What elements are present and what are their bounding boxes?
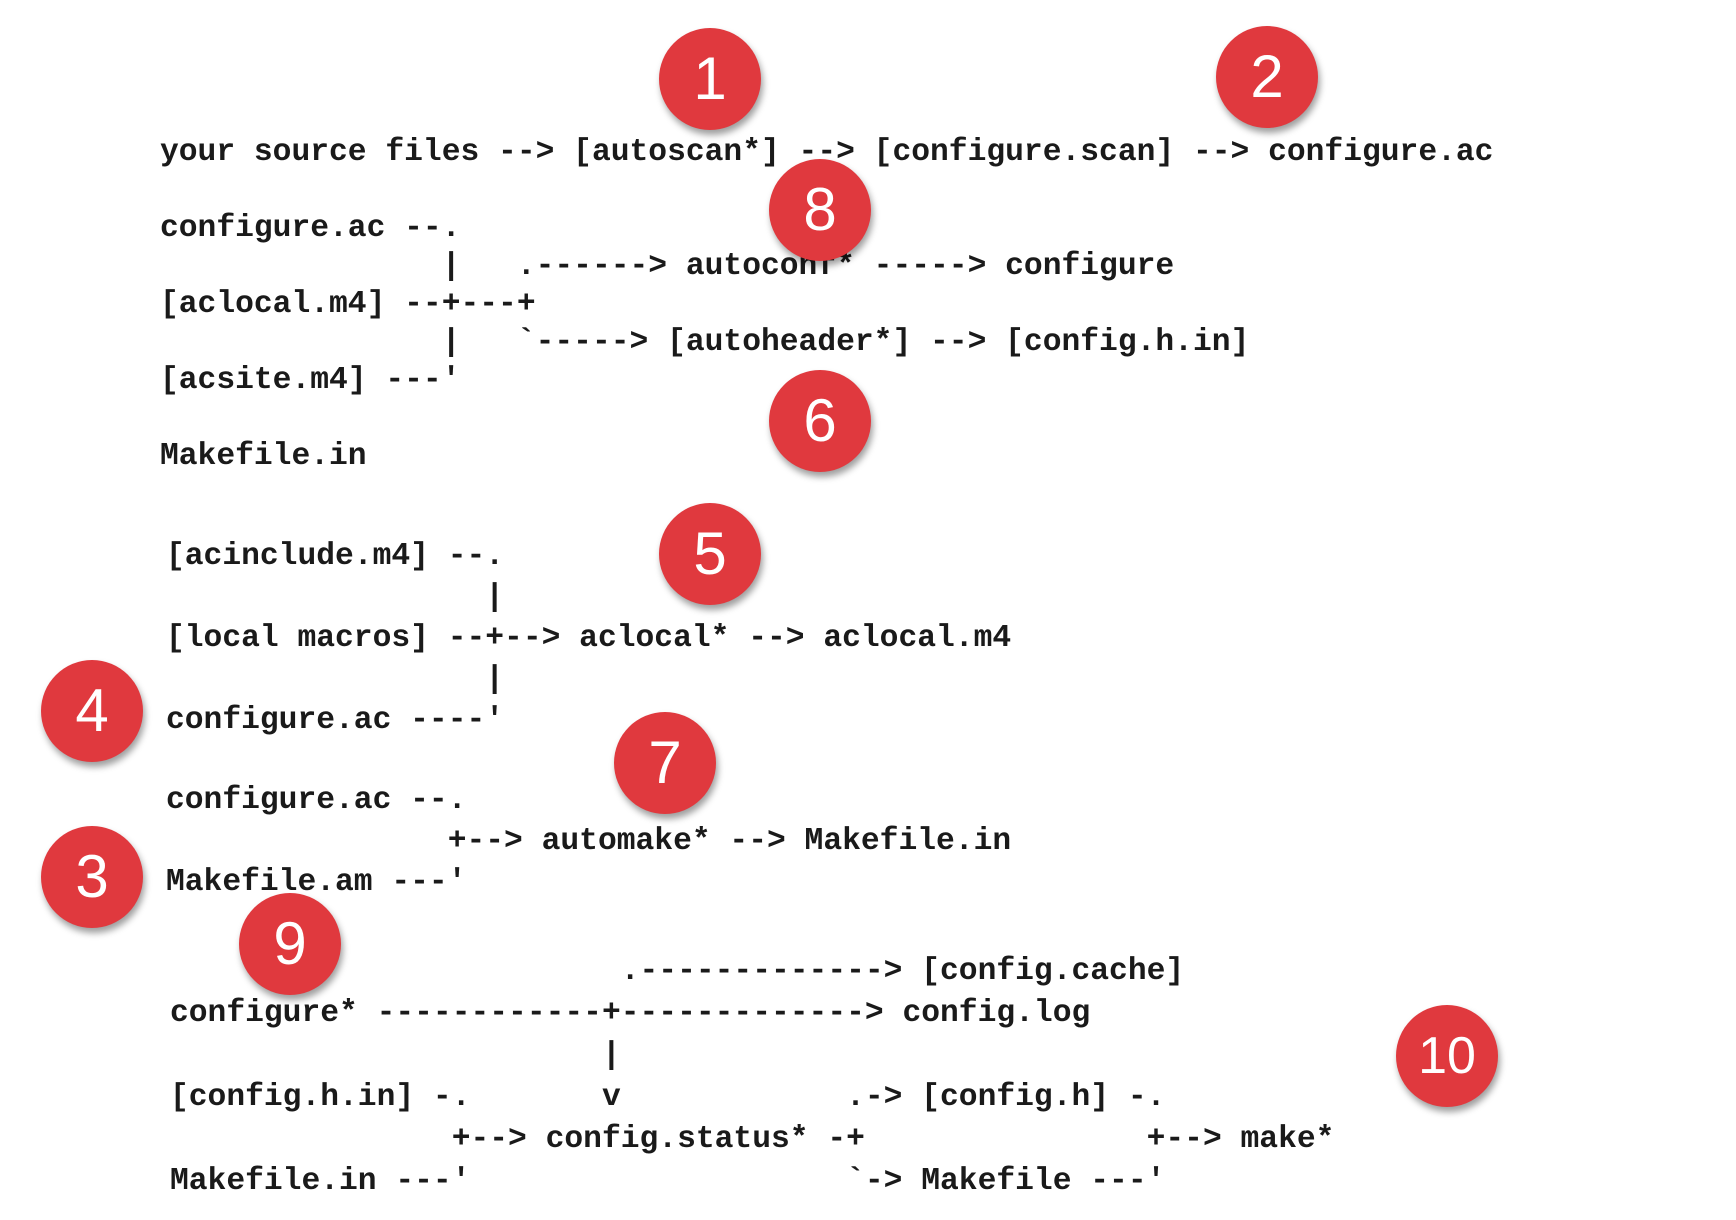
autoconf-line-4: | `-----> [autoheader*] --> [config.h.in…: [160, 325, 1250, 360]
aclocal-line-4: |: [166, 662, 505, 697]
automake-line-1: configure.ac --.: [166, 783, 467, 818]
step-badge-2: 2: [1216, 26, 1318, 128]
aclocal-line-2: |: [166, 580, 505, 615]
aclocal-line-3: [local macros] --+--> aclocal* --> acloc…: [166, 621, 1012, 656]
autoconf-line-2: | .------> autoconf* -----> configure: [160, 249, 1175, 284]
step-badge-8: 8: [769, 159, 871, 261]
step-badge-5: 5: [659, 503, 761, 605]
configure-line-4: [config.h.in] -. v .-> [config.h] -.: [170, 1080, 1166, 1115]
configure-line-3: |: [170, 1038, 621, 1073]
aclocal-line-1: [acinclude.m4] --.: [166, 539, 505, 574]
configure-line-2: configure* ------------+-------------> c…: [170, 996, 1091, 1031]
autoconf-line-1: configure.ac --.: [160, 211, 461, 246]
makefile-in-line: Makefile.in: [160, 439, 367, 474]
step-badge-4: 4: [41, 660, 143, 762]
autoconf-line-3: [aclocal.m4] --+---+: [160, 287, 536, 322]
autoconf-line-5: [acsite.m4] ---': [160, 363, 461, 398]
step-badge-6: 6: [769, 370, 871, 472]
step-badge-7: 7: [614, 712, 716, 814]
configure-line-5: +--> config.status* -+ +--> make*: [170, 1122, 1335, 1157]
step-badge-1: 1: [659, 28, 761, 130]
automake-line-2: +--> automake* --> Makefile.in: [166, 824, 1012, 859]
autoscan-line: your source files --> [autoscan*] --> [c…: [160, 135, 1494, 170]
step-badge-10: 10: [1396, 1005, 1498, 1107]
aclocal-line-5: configure.ac ----': [166, 703, 505, 738]
step-badge-9: 9: [239, 893, 341, 995]
automake-line-3: Makefile.am ---': [166, 865, 467, 900]
configure-line-6: Makefile.in ---' `-> Makefile ---': [170, 1164, 1166, 1199]
step-badge-3: 3: [41, 826, 143, 928]
configure-line-1: .-------------> [config.cache]: [170, 954, 1185, 989]
